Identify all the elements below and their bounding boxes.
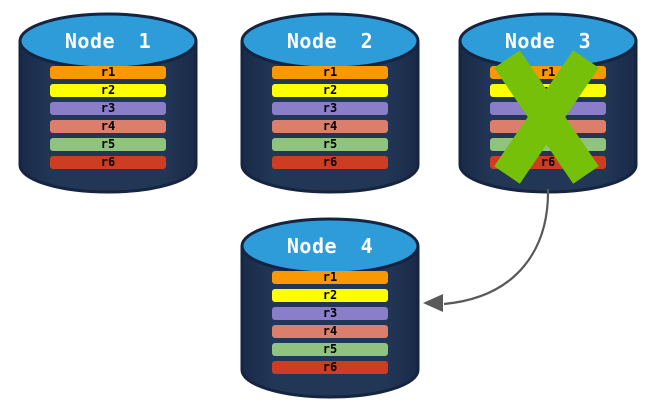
node-1: Node 1 r1 r2 r3 r4 r5 r6 — [16, 7, 200, 195]
row-r6: r6 — [50, 156, 166, 169]
row-r2: r2 — [272, 289, 388, 302]
node-2: Node 2 r1 r2 r3 r4 r5 r6 — [238, 7, 422, 195]
row-list: r1 r2 r3 r4 r5 r6 — [50, 66, 166, 174]
node-title: Node 4 — [286, 234, 374, 258]
row-r4: r4 — [272, 325, 388, 338]
arrowhead-icon — [423, 294, 443, 312]
row-r2: r2 — [50, 84, 166, 97]
row-r6: r6 — [272, 156, 388, 169]
row-list: r1 r2 r3 r4 r5 r6 — [272, 66, 388, 174]
node-title: Node 3 — [504, 29, 592, 53]
row-r3: r3 — [272, 307, 388, 320]
row-r2: r2 — [272, 84, 388, 97]
row-r1: r1 — [272, 271, 388, 284]
row-r1: r1 — [50, 66, 166, 79]
row-list: r1 r2 r3 r4 r5 r6 — [272, 271, 388, 379]
row-r5: r5 — [50, 138, 166, 151]
row-r3: r3 — [272, 102, 388, 115]
failure-x-icon — [494, 50, 599, 184]
row-r5: r5 — [272, 343, 388, 356]
row-r4: r4 — [272, 120, 388, 133]
row-r3: r3 — [50, 102, 166, 115]
row-r6: r6 — [272, 361, 388, 374]
node-4: Node 4 r1 r2 r3 r4 r5 r6 — [238, 212, 422, 400]
node-title: Node 2 — [286, 29, 374, 53]
row-r5: r5 — [272, 138, 388, 151]
node-title: Node 1 — [64, 29, 152, 53]
row-r4: r4 — [50, 120, 166, 133]
row-r1: r1 — [272, 66, 388, 79]
